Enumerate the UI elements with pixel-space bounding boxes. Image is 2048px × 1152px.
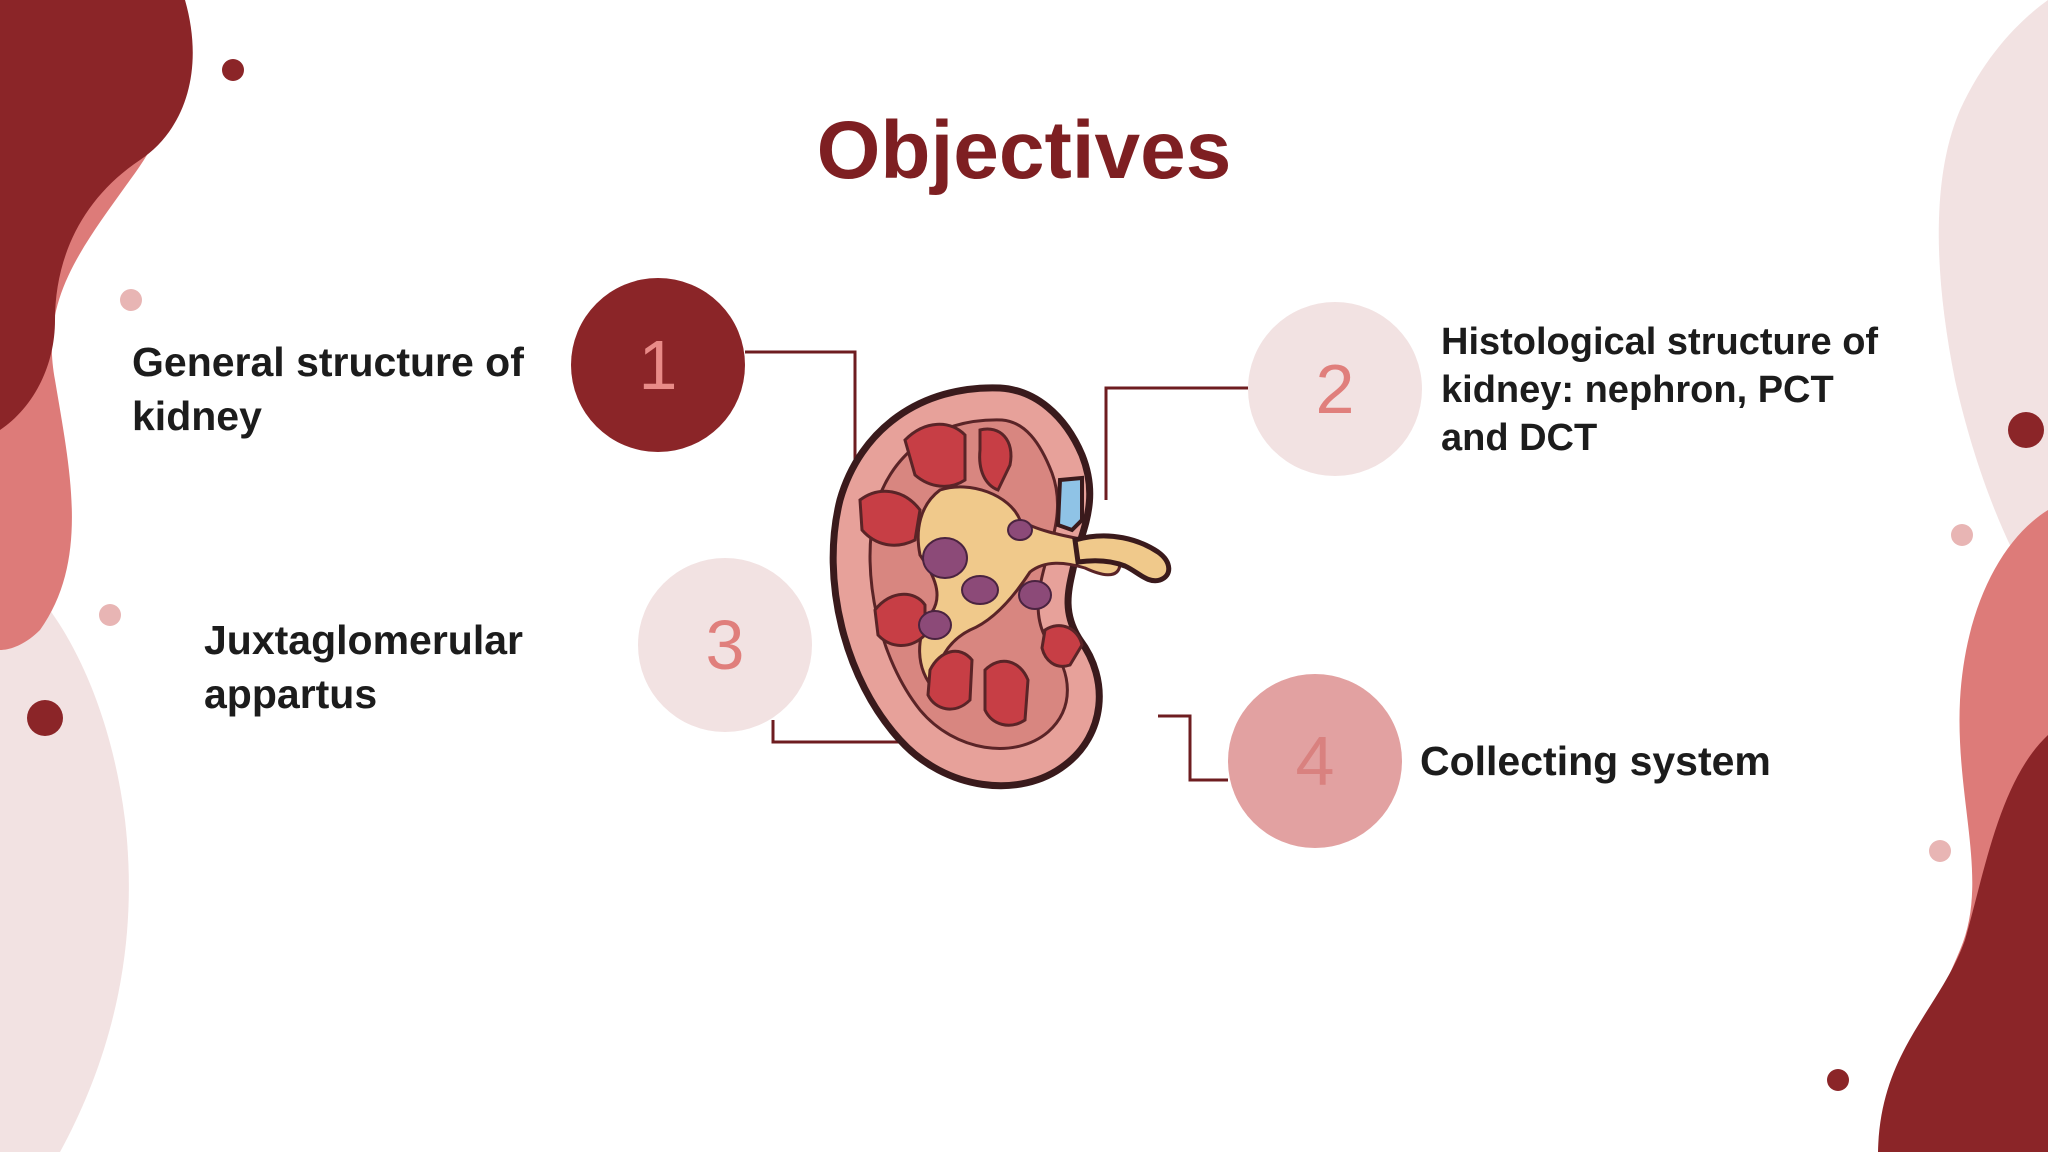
dot xyxy=(99,604,121,626)
dot xyxy=(1827,1069,1849,1091)
objective-4-label: Collecting system xyxy=(1420,734,1771,788)
vessel-cluster xyxy=(918,610,952,640)
renal-vessel xyxy=(1055,475,1084,533)
vessel-cluster xyxy=(922,537,968,579)
connector-3 xyxy=(771,720,935,744)
dot xyxy=(1951,524,1973,546)
renal-pyramid xyxy=(858,489,922,547)
dot xyxy=(2008,412,2044,448)
renal-pyramid xyxy=(926,649,974,711)
objective-1-label: General structure of kidney xyxy=(132,335,524,443)
right-pale-blob xyxy=(1938,0,2048,610)
vessel-cluster xyxy=(1007,519,1033,541)
objective-3-label: Juxtaglomerular appartus xyxy=(204,613,523,721)
objective-4-badge: 4 xyxy=(1228,674,1402,848)
objective-1-badge: 1 xyxy=(571,278,745,452)
objective-2-line-1: Histological structure of xyxy=(1441,321,1879,363)
right-dark-blob xyxy=(1878,735,2048,1152)
dot xyxy=(27,700,63,736)
objective-2-line-2: kidney: nephron, PCT xyxy=(1441,369,1834,411)
objective-2-line-3: and DCT xyxy=(1441,417,1598,459)
objective-3-badge: 3 xyxy=(638,558,812,732)
objective-3-line-2: appartus xyxy=(204,671,378,717)
page-title: Objectives xyxy=(816,105,1232,196)
renal-pelvis xyxy=(916,485,1122,694)
dot xyxy=(222,59,244,81)
renal-pyramid xyxy=(978,427,1013,492)
connector-1 xyxy=(745,350,857,460)
renal-pyramid xyxy=(983,659,1030,727)
connector-2 xyxy=(1104,386,1248,500)
objective-3-line-1: Juxtaglomerular xyxy=(204,617,523,663)
objective-2-label: Histological structure of kidney: nephro… xyxy=(1441,318,1878,462)
vessel-cluster xyxy=(1018,580,1052,610)
dot xyxy=(120,289,142,311)
left-dark-blob xyxy=(0,0,193,430)
dot xyxy=(1929,840,1951,862)
connector-4 xyxy=(1158,714,1228,782)
objective-2-badge: 2 xyxy=(1248,302,1422,476)
renal-pyramid xyxy=(873,592,927,647)
objective-4-line-1: Collecting system xyxy=(1420,738,1771,784)
objective-1-line-2: kidney xyxy=(132,393,262,439)
vessel-cluster xyxy=(961,575,999,605)
renal-pyramid xyxy=(1040,624,1084,668)
renal-pyramid xyxy=(903,422,967,488)
ureter xyxy=(1072,533,1172,584)
objective-1-line-1: General structure of xyxy=(132,339,524,385)
kidney-cross-section-icon xyxy=(829,384,1172,790)
